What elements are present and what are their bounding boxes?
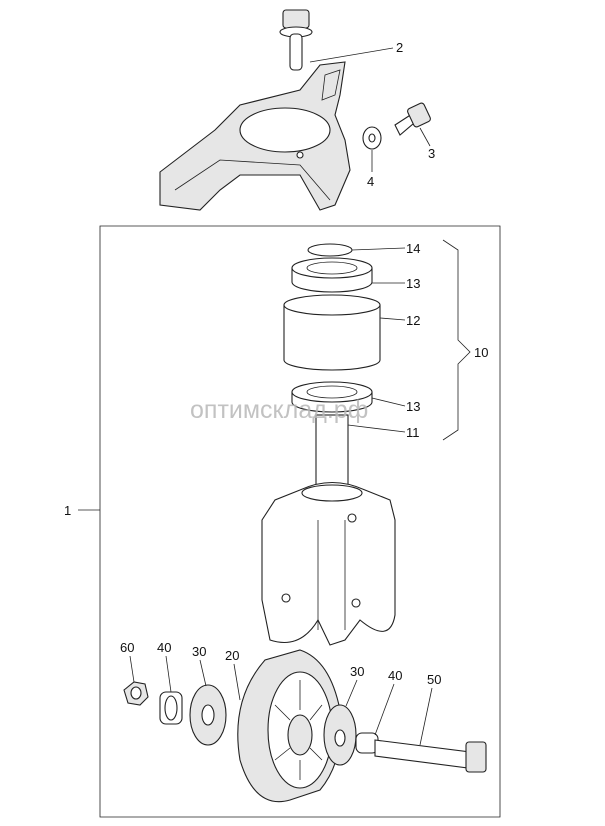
callout-3: 3 [428,146,435,161]
callout-60: 60 [120,640,134,655]
axle-bolt-part-50 [374,739,487,773]
bolt-part-3 [394,102,431,136]
bolt-part-2 [279,9,313,71]
callout-10: 10 [474,345,488,360]
callout-50: 50 [427,672,441,687]
watermark: оптимсклад.рф [190,396,368,424]
nut-part-60 [123,681,149,706]
bearing-part-13-bottom [291,381,373,413]
bearing-part-30-left [189,684,227,746]
callout-20: 20 [225,648,239,663]
fork-part-11 [261,414,396,646]
callout-11: 11 [406,425,420,440]
top-plate [159,61,351,211]
callout-13-bottom: 13 [406,399,420,414]
bushing-part-40-left [159,691,183,725]
bearing-part-30-right [323,704,357,766]
callout-30-right: 30 [350,664,364,679]
callout-14: 14 [406,241,420,256]
callout-13-top: 13 [406,276,420,291]
retaining-ring-part-14 [307,243,353,257]
callout-1: 1 [64,503,71,518]
bearing-part-13-top [291,257,373,293]
sleeve-part-12 [283,294,381,371]
wheel-part-20 [237,649,342,803]
callout-40-right: 40 [388,668,402,683]
callout-40-left: 40 [157,640,171,655]
group-bracket [442,239,471,441]
callout-4: 4 [367,174,374,189]
callout-2: 2 [396,40,403,55]
washer-part-4 [362,126,382,150]
assembly-frame [99,225,501,818]
callout-30-left: 30 [192,644,206,659]
callout-12: 12 [406,313,420,328]
